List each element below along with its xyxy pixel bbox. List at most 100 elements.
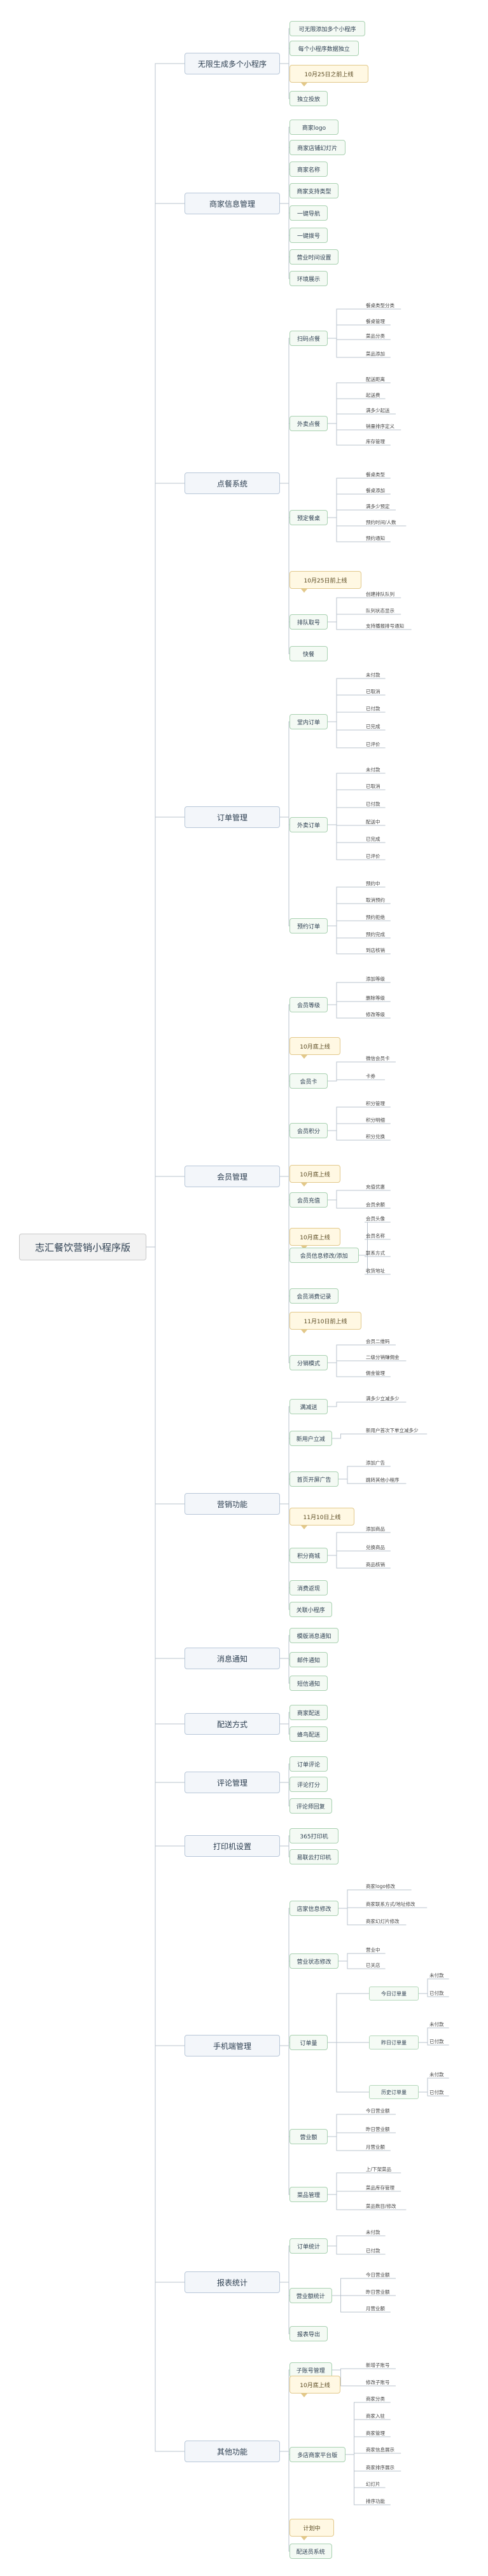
connector-line [146, 1246, 185, 1783]
connector-line [280, 1503, 289, 1556]
topic-node: 每个小程序数据独立 [289, 41, 359, 56]
leaf-label: 排序功能 [366, 2498, 385, 2504]
leaf-label: 未付款 [366, 672, 380, 678]
connector-line [338, 1889, 366, 1909]
leaf-label: 菜品添加 [366, 351, 385, 357]
connector-line [280, 203, 289, 236]
topic-node: 预定餐桌 [289, 510, 328, 525]
connector-line [146, 1246, 185, 1659]
topic-node: 扫码点餐 [289, 331, 328, 346]
connector-line [328, 721, 366, 748]
leaf-label: 添加广告 [366, 1460, 385, 1466]
connector-line [280, 48, 289, 64]
branch-node: 手机端管理 [185, 2035, 280, 2056]
connector-line [146, 1246, 185, 1725]
connector-line [328, 678, 366, 722]
topic-node: 模版消息通知 [289, 1628, 338, 1643]
connector-line [280, 483, 289, 654]
connector-line [146, 1176, 185, 1248]
milestone-note: 10月底上线 [289, 2376, 340, 2393]
leaf-label: 修改等级 [366, 1012, 385, 1017]
connector-line [345, 2454, 366, 2505]
leaf-label: 新增子账号 [366, 2362, 390, 2368]
connector-line [338, 1466, 366, 1480]
topic-node: 一键导航 [289, 205, 328, 221]
connector-line [280, 1176, 289, 1201]
leaf-label: 商家幻灯片修改 [366, 1918, 400, 1924]
note-tail [301, 2393, 307, 2397]
connector-line [328, 1402, 366, 1407]
connector-line [328, 2042, 369, 2093]
connector-line [328, 712, 366, 722]
topic-node: 关联小程序 [289, 1602, 332, 1617]
branch-node: 商家信息管理 [185, 193, 280, 214]
topic-node: 店家信息修改 [289, 1901, 338, 1916]
leaf-label: 商家入驻 [366, 2413, 385, 2419]
connector-line [328, 517, 366, 527]
topic-node: 新用户立减 [289, 1431, 332, 1446]
connector-line [328, 925, 366, 954]
leaf-label: 预约完成 [366, 932, 385, 937]
connector-line [328, 509, 366, 518]
topic-node: 满减送 [289, 1399, 328, 1414]
branch-node: 无限生成多个小程序 [185, 53, 280, 74]
leaf-label: 充值优惠 [366, 1184, 385, 1190]
branch-node: 消息通知 [185, 1648, 280, 1669]
connector-line [280, 203, 289, 214]
leaf-label: 商家管理 [366, 2430, 385, 2436]
leaf-label: 到店核销 [366, 947, 385, 953]
note-tail [301, 589, 307, 593]
connector-line [280, 1176, 289, 1297]
connector-line [146, 1246, 185, 2046]
connector-line [280, 190, 289, 204]
leaf-label: 已付款 [366, 801, 380, 807]
connector-line [280, 2451, 289, 2455]
note-tail [301, 1055, 307, 1059]
connector-line [328, 1555, 366, 1569]
leaf-label: 满多少预定 [366, 504, 390, 509]
connector-line [345, 2436, 366, 2455]
leaf-label: 上/下架菜品 [366, 2166, 392, 2172]
connector-line [419, 1978, 429, 1994]
connector-line [280, 1004, 289, 1177]
leaf-label: 添加等级 [366, 976, 385, 982]
connector-line [328, 423, 366, 446]
leaf-label: 商品核销 [366, 1562, 385, 1567]
topic-node: 评论师回复 [289, 1798, 332, 1814]
leaf-label: 二级分销赚佣金 [366, 1354, 400, 1360]
branch-node: 会员管理 [185, 1166, 280, 1187]
topic-node: 会员积分 [289, 1123, 328, 1138]
connector-line [146, 203, 185, 1248]
note-tail [301, 2537, 307, 2540]
leaf-label: 积分管理 [366, 1101, 385, 1106]
connector-line [280, 2282, 289, 2296]
leaf-label: 支持播报排号通知 [366, 623, 404, 629]
connector-line [328, 2191, 366, 2195]
topic-node: 订单量 [289, 2035, 328, 2050]
connector-line [328, 1061, 366, 1082]
leaf-label: 幻灯片 [366, 2481, 380, 2487]
connector-line [280, 1503, 289, 1588]
topic-node: 易联云打印机 [289, 1849, 338, 1864]
connector-line [280, 2282, 289, 2334]
milestone-note: 10月底上线 [289, 1228, 340, 1246]
leaf-label: 已完成 [366, 836, 380, 842]
leaf-label: 已付款 [366, 2248, 380, 2254]
topic-node: 一键拨号 [289, 228, 328, 243]
branch-node: 报表统计 [185, 2271, 280, 2293]
leaf-label: 菜品数目/修改 [366, 2203, 396, 2209]
topic-node: 营业状态修改 [289, 1953, 338, 1969]
connector-line [280, 1176, 289, 1363]
leaf-label: 微信会员卡 [366, 1056, 390, 1061]
leaf-label: 已付款 [366, 706, 380, 712]
branch-node: 打印机设置 [185, 1835, 280, 1857]
connector-line [328, 493, 366, 518]
connector-line [146, 816, 185, 1248]
subtopic-node: 昨日订单量 [369, 2035, 419, 2049]
connector-line [280, 147, 289, 204]
connector-line [280, 1782, 289, 1807]
connector-line [328, 1362, 366, 1377]
connector-line [328, 824, 366, 860]
leaf-label: 删除等级 [366, 995, 385, 1001]
connector-line [328, 721, 366, 731]
